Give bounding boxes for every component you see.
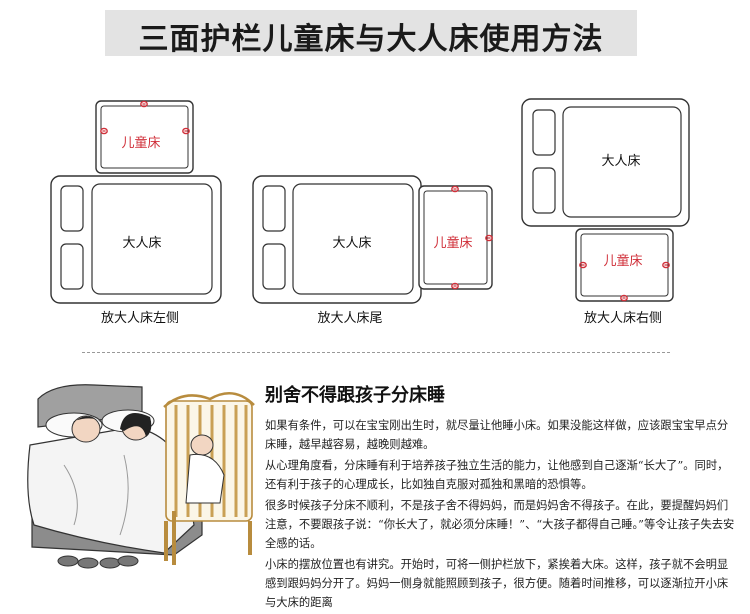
adult-bed-pillow <box>262 185 286 232</box>
adult-bed-pillow <box>532 167 556 214</box>
article-paragraph: 很多时候孩子分床不顺利，不是孩子舍不得妈妈，而是妈妈舍不得孩子。在此，要提醒妈妈… <box>265 499 735 550</box>
layout-left-side: 大人床 儿童床 放大人床左侧 <box>50 100 222 326</box>
adult-bed-mattress <box>91 183 213 295</box>
page-title: 三面护栏儿童床与大人床使用方法 <box>138 22 604 57</box>
child-bed-label: 儿童床 <box>433 235 472 251</box>
adult-bed-mattress <box>292 183 414 295</box>
adult-bed-mattress <box>562 106 682 218</box>
co-sleeping-illustration <box>24 375 256 579</box>
bed-placement-diagram: 大人床 儿童床 放大人床左侧 大人床 儿童床 放大人床尾 大人床 儿童床 放大人… <box>50 98 690 326</box>
child-bed-label: 儿童床 <box>603 253 642 269</box>
layout-right-side: 大人床 儿童床 放大人床右侧 <box>521 98 690 326</box>
article: 别舍不得跟孩子分床睡 如果有条件，可以在宝宝刚出生时，就尽量让他睡小床。如果没能… <box>265 381 735 614</box>
adult-bed-pillow <box>262 243 286 290</box>
child-bed-label: 儿童床 <box>121 135 160 151</box>
title-banner: 三面护栏儿童床与大人床使用方法 <box>105 10 637 57</box>
article-paragraph: 从心理角度看，分床睡有利于培养孩子独立生活的能力，让他感到自己逐渐“长大了”。同… <box>265 459 729 491</box>
caption-left: 放大人床左侧 <box>101 311 179 326</box>
adult-bed-pillow <box>60 243 84 290</box>
adult-bed-label: 大人床 <box>122 236 161 251</box>
caption-right: 放大人床右侧 <box>584 311 662 326</box>
caption-tail: 放大人床尾 <box>317 311 382 326</box>
article-heading: 别舍不得跟孩子分床睡 <box>265 385 445 406</box>
adult-bed-pillow <box>60 185 84 232</box>
article-paragraph: 小床的摆放位置也有讲究。开始时，可将一侧护栏放下，紧挨着大床。这样，孩子就不会明… <box>265 558 729 609</box>
adult-bed-label: 大人床 <box>601 154 640 169</box>
layout-bed-tail: 大人床 儿童床 放大人床尾 <box>252 175 493 326</box>
adult-bed-label: 大人床 <box>332 236 371 251</box>
article-paragraph: 如果有条件，可以在宝宝刚出生时，就尽量让他睡小床。如果没能这样做，应该跟宝宝早点… <box>265 419 729 451</box>
dashed-divider <box>82 352 670 353</box>
adult-bed-pillow <box>532 109 556 156</box>
